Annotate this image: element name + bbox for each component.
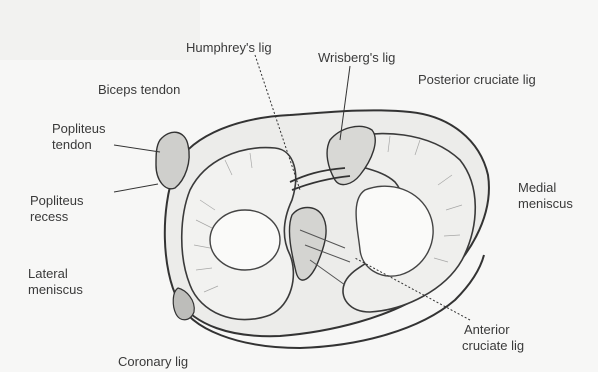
- lateral-tibial-surface: [210, 210, 280, 270]
- label-lateral-meniscus-line1: Lateral: [28, 266, 68, 281]
- label-medial-meniscus-line1: Medial: [518, 180, 556, 195]
- label-medial-meniscus-line2: meniscus: [518, 196, 573, 211]
- label-lateral-meniscus-line2: meniscus: [28, 282, 83, 297]
- scan-smudge: [0, 0, 200, 60]
- label-coronary-lig: Coronary lig: [118, 354, 188, 369]
- label-popliteus-recess-line2: recess: [30, 209, 68, 224]
- label-humphreys-lig: Humphrey's lig: [186, 40, 272, 55]
- label-popliteus-tendon-line1: Popliteus: [52, 121, 105, 136]
- label-popliteus-tendon-line2: tendon: [52, 137, 92, 152]
- label-biceps-tendon: Biceps tendon: [98, 82, 180, 97]
- label-wrisbergs-lig: Wrisberg's lig: [318, 50, 395, 65]
- label-popliteus-recess-line1: Popliteus: [30, 193, 83, 208]
- label-anterior-cruciate-line2: cruciate lig: [462, 338, 524, 353]
- label-posterior-cruciate-lig: Posterior cruciate lig: [418, 72, 536, 87]
- label-anterior-cruciate-line1: Anterior: [464, 322, 510, 337]
